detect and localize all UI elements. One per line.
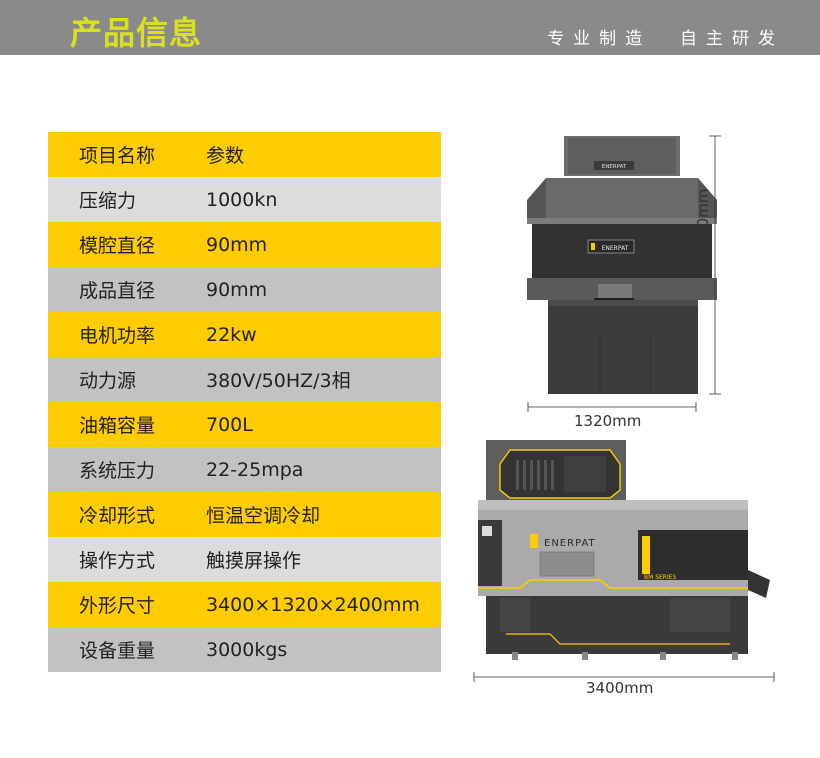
spec-row: 操作方式 触摸屏操作: [48, 537, 441, 582]
page-title: 产品信息: [70, 14, 203, 52]
spec-row: 模腔直径 90mm: [48, 222, 441, 267]
spec-row: 冷却形式 恒温空调冷却: [48, 492, 441, 537]
spec-name: 操作方式: [79, 550, 156, 572]
front-width-dimension-line: [527, 402, 697, 412]
front-width-label: 1320mm: [574, 412, 642, 430]
side-length-label: 3400mm: [586, 679, 654, 697]
spec-value: 1000kn: [206, 188, 278, 211]
height-dimension-line: [709, 135, 721, 395]
spec-value: 触摸屏操作: [206, 550, 302, 572]
spec-row: 电机功率 22kw: [48, 312, 441, 357]
spec-name: 设备重量: [79, 640, 156, 662]
spec-row: 油箱容量 700L: [48, 402, 441, 447]
spec-name: 模腔直径: [79, 235, 156, 257]
spec-name: 动力源: [79, 370, 137, 392]
front-body-brand: ENERPAT: [602, 245, 629, 252]
spec-row: 动力源 380V/50HZ/3相: [48, 357, 441, 402]
side-length-dimension-line: [473, 672, 775, 682]
spec-value: 90mm: [206, 278, 268, 301]
spec-name: 外形尺寸: [79, 595, 156, 617]
spec-name: 压缩力: [79, 190, 137, 212]
spec-row: 设备重量 3000kgs: [48, 627, 441, 672]
machine-front-view: ENERPAT ENERPAT: [527, 136, 717, 394]
side-brand-label: ENERPAT: [544, 538, 596, 549]
spec-value: 3400×1320×2400mm: [206, 593, 420, 616]
spec-value: 22-25mpa: [206, 458, 304, 481]
spec-value: 380V/50HZ/3相: [206, 370, 351, 392]
spec-name: 冷却形式: [79, 505, 156, 527]
spec-row: 外形尺寸 3400×1320×2400mm: [48, 582, 441, 627]
spec-row: 成品直径 90mm: [48, 267, 441, 312]
spec-value: 90mm: [206, 233, 268, 256]
spec-name: 项目名称: [79, 145, 156, 167]
series-label: BM SERIES: [644, 574, 677, 581]
front-hood-brand: ENERPAT: [602, 164, 627, 170]
spec-value: 恒温空调冷却: [206, 505, 321, 527]
spec-value: 3000kgs: [206, 638, 288, 661]
spec-value: 22kw: [206, 323, 257, 346]
spec-name: 油箱容量: [79, 415, 156, 437]
spec-value: 参数: [206, 145, 245, 167]
header-slogan: 专业制造 自主研发: [547, 29, 784, 49]
height-dimension-label: 2400mm: [694, 188, 712, 256]
spec-row-header: 项目名称 参数: [48, 132, 441, 177]
spec-value: 700L: [206, 413, 253, 436]
header-bar: 产品信息 专业制造 自主研发: [0, 0, 820, 55]
spec-name: 成品直径: [79, 280, 156, 302]
spec-row: 系统压力 22-25mpa: [48, 447, 441, 492]
spec-name: 电机功率: [79, 325, 156, 347]
spec-name: 系统压力: [79, 460, 156, 482]
machine-side-view: ENERPAT BM SERIES: [478, 440, 770, 660]
spec-table: 项目名称 参数 压缩力 1000kn 模腔直径 90mm 成品直径 90mm 电…: [48, 132, 441, 672]
spec-row: 压缩力 1000kn: [48, 177, 441, 222]
